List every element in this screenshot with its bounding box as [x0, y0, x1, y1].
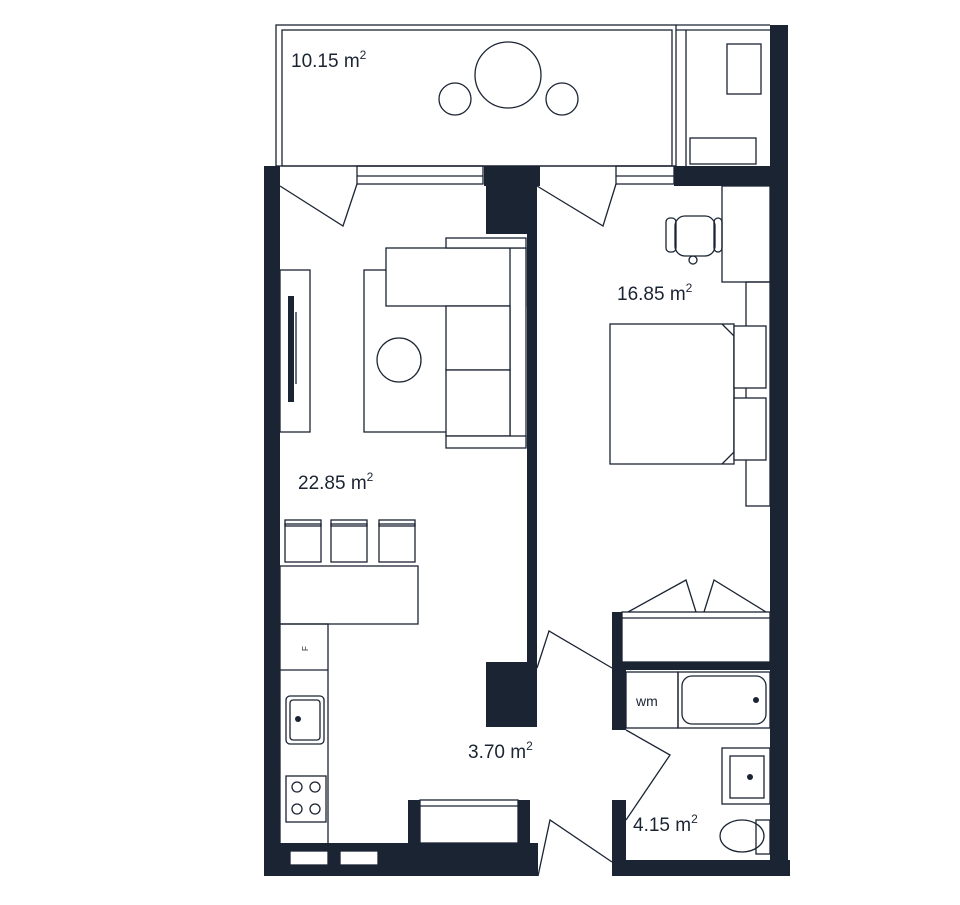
bar-stool — [330, 523, 368, 563]
wall-bottom-mid — [408, 800, 420, 850]
burner-icon — [309, 781, 321, 793]
bath-tap-icon — [747, 774, 753, 780]
sofa-back — [509, 247, 527, 447]
wall-bath-left3 — [612, 800, 626, 876]
wall-top-right — [674, 166, 788, 186]
top-openings — [279, 165, 675, 227]
sofa-chaise — [385, 247, 527, 307]
kitchen: F — [279, 623, 519, 866]
bedroom-door[interactable] — [536, 630, 613, 669]
wardrobe — [621, 611, 771, 663]
hall-window[interactable] — [419, 799, 519, 844]
coffee-table — [376, 337, 422, 383]
fridge-label: F — [301, 646, 310, 651]
bathroom: wm 4.15 m2 — [625, 671, 771, 855]
living-room: 22.85 m2 — [279, 237, 527, 625]
sofa-arm-top — [445, 237, 527, 249]
burner-icon — [309, 803, 321, 815]
balcony-table — [474, 41, 542, 109]
sofa-seat-low — [445, 369, 511, 437]
wall-bottom-mid3 — [408, 843, 538, 876]
sink-tap-icon — [295, 716, 301, 722]
nightstand — [733, 397, 767, 461]
kitchen-island — [279, 565, 419, 625]
wall-left — [264, 166, 280, 876]
wall-bottom-right — [612, 860, 790, 876]
sofa-seat-mid — [445, 305, 511, 371]
bath-sink — [721, 747, 771, 805]
walls — [264, 25, 790, 876]
bathtub-tap-icon — [753, 697, 759, 703]
balcony-chair-right — [545, 82, 579, 116]
wall-partition — [527, 166, 537, 666]
wall-bath-left2 — [612, 670, 626, 730]
entrance-door[interactable] — [537, 818, 613, 877]
bedroom: 16.85 m2 — [609, 185, 771, 663]
burner-icon — [291, 803, 303, 815]
bar-stool — [378, 523, 416, 563]
balcony-area: 10.15 m2 — [291, 48, 367, 72]
kitchen-window[interactable] — [339, 850, 379, 866]
living-window[interactable] — [356, 165, 484, 185]
bath-door[interactable] — [625, 729, 671, 821]
balcony-storage — [726, 43, 762, 95]
hall: 3.70 m2 — [468, 630, 671, 877]
tv-icon — [288, 296, 294, 402]
cooktop — [285, 775, 327, 823]
wall-bath-top — [612, 662, 788, 670]
bar-stool — [284, 523, 322, 563]
bedroom-window[interactable] — [615, 165, 675, 185]
wall-right — [770, 25, 788, 876]
living-balcony-door[interactable] — [279, 183, 358, 227]
wall-bath-left — [612, 612, 622, 670]
wardrobe-door[interactable] — [703, 579, 767, 613]
nightstand — [733, 325, 767, 389]
balcony: 10.15 m2 — [275, 24, 770, 167]
balcony-chair-left — [438, 82, 472, 116]
desk-chair — [674, 215, 716, 257]
balcony-bench — [689, 137, 757, 165]
sofa-arm-bottom — [445, 435, 527, 449]
kitchen-counter — [279, 623, 329, 845]
burner-icon — [291, 781, 303, 793]
bathroom-area: 4.15 m2 — [633, 812, 698, 836]
bedroom-area: 16.85 m2 — [617, 281, 693, 305]
tv-unit — [279, 269, 311, 433]
wardrobe-door[interactable] — [627, 579, 697, 613]
wall-top-left — [264, 166, 280, 186]
toilet — [719, 819, 765, 853]
desk — [721, 185, 771, 283]
wall-partition-block — [486, 662, 537, 727]
living-area: 22.85 m2 — [298, 470, 374, 494]
kitchen-sink — [285, 695, 325, 745]
wall-bottom-left — [264, 843, 414, 876]
bathtub — [677, 671, 771, 729]
wall-bottom-mid2 — [518, 800, 530, 850]
kitchen-window[interactable] — [289, 850, 329, 866]
bed — [609, 323, 735, 465]
washing-machine-label: wm — [635, 693, 658, 709]
bedroom-balcony-door[interactable] — [536, 183, 617, 227]
hall-area: 3.70 m2 — [468, 739, 533, 763]
